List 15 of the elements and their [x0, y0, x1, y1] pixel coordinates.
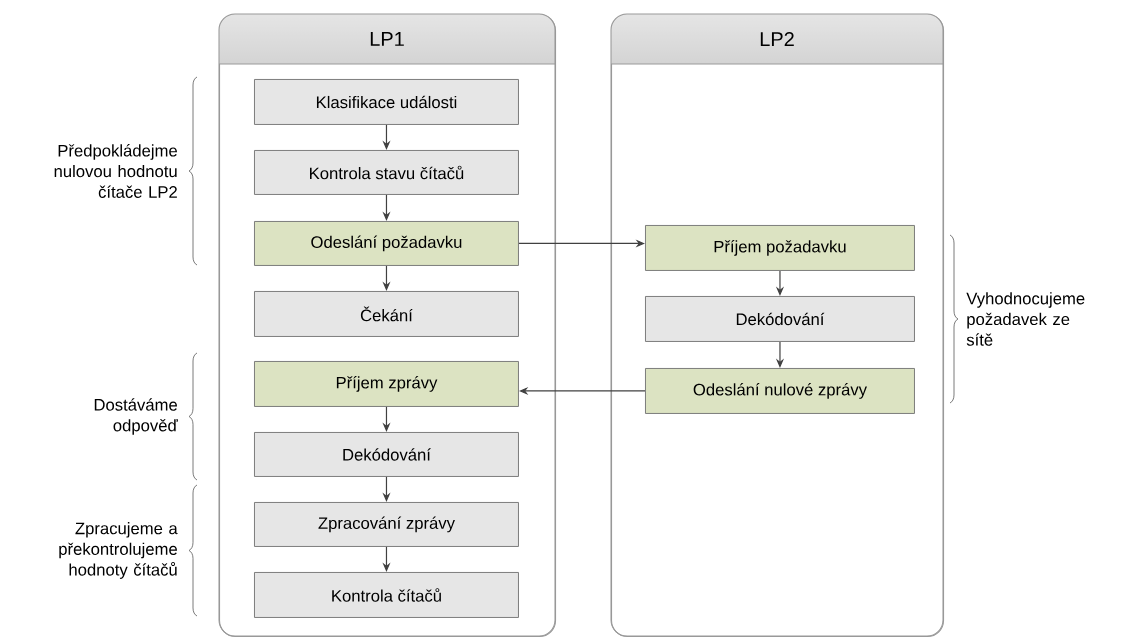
process-box: Zpracování zprávy — [254, 502, 519, 547]
process-box: Klasifikace události — [254, 79, 519, 125]
process-box: Odeslání požadavku — [254, 221, 519, 266]
process-box: Příjem zprávy — [254, 361, 519, 407]
process-box: Dekódování — [254, 432, 519, 477]
process-box: Dekódování — [645, 296, 915, 342]
annotation-text: Vyhodnocujeme požadavek ze sítě — [966, 292, 1085, 346]
process-box: Příjem požadavku — [645, 225, 915, 271]
process-box: Odeslání nulové zprávy — [645, 368, 915, 414]
process-box: Čekání — [254, 291, 519, 337]
process-box: Kontrola stavu čítačů — [254, 150, 519, 195]
process-box: Kontrola čítačů — [254, 572, 519, 618]
annotation-text: Zpracujeme a překontrolujeme hodnoty čítačů — [59, 522, 178, 579]
annotation-text: Předpokládejme nulovou hodnotu čítače LP2 — [54, 144, 177, 198]
annotation-text: Dostáváme odpověď — [94, 398, 178, 435]
